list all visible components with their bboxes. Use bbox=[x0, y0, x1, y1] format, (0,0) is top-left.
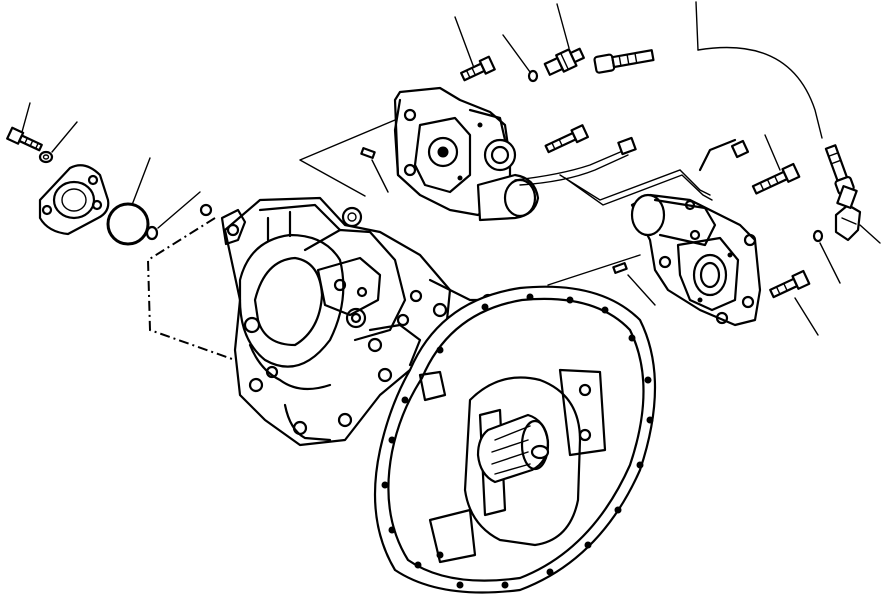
leader-o-ring-large bbox=[131, 157, 151, 206]
leader-bolt-right-lower bbox=[794, 297, 819, 336]
leader-upper-valve-bracket bbox=[299, 119, 396, 197]
flange-side-plate bbox=[558, 368, 607, 457]
pilot-bolt-upper bbox=[544, 124, 589, 154]
leader-dowel-pin-upper bbox=[371, 159, 389, 193]
upper-valve-solenoid bbox=[476, 173, 540, 222]
dowel-pin-lower bbox=[612, 262, 628, 274]
elbow-fitting bbox=[834, 185, 862, 242]
lower-control-valve bbox=[630, 193, 762, 327]
leader-bolt-upper bbox=[454, 16, 475, 69]
pump-hidden-outline bbox=[146, 217, 236, 361]
leader-o-ring-upper bbox=[502, 34, 531, 73]
leader-dowel-pin-lower bbox=[627, 274, 656, 306]
o-ring-small bbox=[145, 225, 159, 241]
bolt-upper bbox=[460, 55, 496, 82]
bolt-left bbox=[6, 126, 43, 152]
o-ring-right bbox=[812, 229, 824, 243]
leader-o-ring-right bbox=[819, 242, 841, 284]
dowel-pin-upper bbox=[360, 147, 376, 159]
drive-shaft bbox=[476, 413, 550, 484]
o-ring-large bbox=[106, 202, 150, 246]
lower-valve-cylinder bbox=[630, 193, 666, 237]
flange-bolt-holes bbox=[381, 293, 654, 589]
washer-left bbox=[38, 150, 54, 164]
lower-valve-tube bbox=[698, 138, 737, 172]
pilot-tube bbox=[514, 136, 750, 206]
bolt-right-upper bbox=[751, 162, 801, 195]
leader-hose-end bbox=[695, 1, 699, 51]
leader-washer-left bbox=[51, 121, 78, 153]
leader-bolt-right-upper bbox=[764, 134, 781, 171]
o-ring-upper bbox=[527, 69, 539, 83]
main-pump-body bbox=[146, 196, 495, 447]
hose-line bbox=[697, 46, 823, 139]
hose-end-fitting bbox=[593, 49, 655, 74]
upper-control-valve bbox=[393, 86, 540, 222]
upper-valve-round-boss bbox=[483, 138, 517, 172]
leader-sensor-fitting bbox=[556, 3, 570, 49]
pump-inlet-fitting bbox=[220, 208, 247, 246]
leader-o-ring-small bbox=[157, 191, 201, 229]
cover-plate bbox=[38, 164, 110, 236]
sensor-fitting bbox=[543, 47, 585, 76]
bolt-right-lower bbox=[769, 269, 811, 299]
leader-bolt-left bbox=[21, 102, 31, 133]
leader-lower-valve-link bbox=[547, 254, 641, 286]
leader-lines bbox=[21, 1, 881, 336]
leader-elbow-fitting bbox=[859, 224, 881, 244]
